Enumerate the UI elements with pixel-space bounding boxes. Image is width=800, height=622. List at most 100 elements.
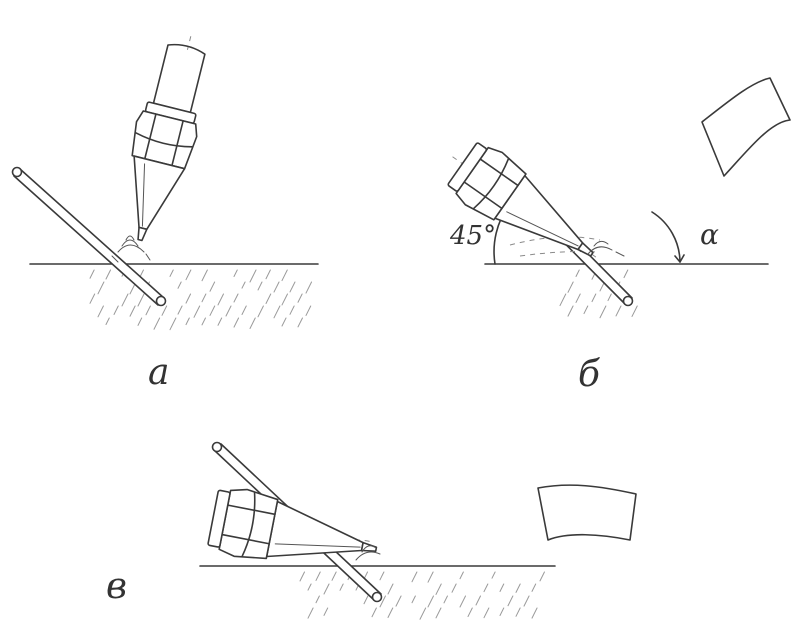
hatch-stroke [591, 293, 597, 303]
hatch-stroke [575, 269, 580, 277]
hatch-stroke [233, 317, 240, 328]
hatch-stroke [523, 595, 530, 607]
hatch-stroke [507, 595, 514, 607]
hatch-stroke [209, 281, 216, 292]
hatch-stroke [499, 583, 505, 592]
figure-b-flame [587, 240, 625, 257]
hatch-stroke [297, 317, 303, 328]
figure-b-angle-label-45: 45° [449, 221, 496, 251]
hatch-stroke [435, 583, 442, 595]
hatch-stroke [419, 607, 427, 620]
hatch-stroke [387, 583, 394, 595]
hatch-stroke [185, 317, 190, 326]
hatch-stroke [315, 571, 321, 581]
figure-v-caption: в [106, 566, 127, 607]
figure-a-caption: а [148, 352, 169, 393]
hatch-stroke [339, 583, 344, 591]
hatch-stroke [121, 293, 129, 307]
hatch-stroke [129, 305, 136, 317]
hatch-stroke [161, 305, 168, 316]
figure-v-hose [537, 484, 637, 541]
hatch-stroke [289, 305, 295, 315]
hatch-stroke [427, 571, 434, 583]
hatch-stroke [451, 583, 457, 593]
hatch-stroke [567, 281, 574, 293]
hatch-stroke [201, 317, 206, 326]
hatch-stroke [379, 571, 385, 581]
hatch-stroke [185, 293, 192, 304]
hatch-stroke [217, 317, 223, 326]
hatch-stroke [281, 317, 287, 327]
hatch-stroke [363, 595, 369, 605]
hatch-stroke [217, 293, 224, 306]
hatch-stroke [273, 281, 280, 293]
figure-v-torch [207, 488, 379, 560]
hatch-stroke [265, 293, 272, 304]
figure-a-filler-rod [11, 166, 167, 307]
hatch-stroke [105, 317, 110, 326]
figure-a: а [11, 36, 319, 393]
hatch-stroke [567, 305, 574, 317]
hatch-stroke [427, 595, 434, 608]
hatch-stroke [395, 595, 402, 607]
hatch-stroke [371, 607, 377, 618]
figure-b-angle-arrow-right [674, 254, 685, 263]
hatch-stroke [515, 583, 521, 593]
hatch-stroke [323, 583, 330, 595]
figure-b-angle-arc-right [651, 211, 681, 263]
hatch-stroke [411, 571, 418, 583]
hatch-stroke [193, 305, 201, 318]
hatch-stroke [249, 317, 256, 329]
hatch-stroke [387, 607, 394, 618]
hatch-stroke [315, 595, 320, 604]
hatch-stroke [113, 305, 119, 315]
hatch-stroke [499, 607, 505, 617]
hatch-stroke [201, 269, 208, 282]
hatch-stroke [531, 583, 537, 592]
figure-a-flame [111, 235, 151, 263]
hatch-stroke [483, 583, 489, 593]
figure-b-angle-label-alpha: α [700, 218, 719, 251]
figure-b-torch [447, 142, 599, 260]
hatch-stroke [89, 293, 96, 304]
hatch-stroke [323, 607, 329, 616]
hatch-stroke [491, 571, 496, 579]
hatch-stroke [623, 269, 629, 279]
figure-b-caption: б [578, 354, 601, 395]
hatch-stroke [241, 281, 246, 289]
figure-a-torch [131, 36, 206, 242]
hatch-stroke [443, 595, 448, 604]
hatch-stroke [607, 293, 612, 302]
hatch-stroke [379, 595, 386, 608]
hatch-stroke [281, 269, 288, 282]
figure-v-flame [355, 545, 381, 561]
hatch-stroke [257, 305, 264, 318]
hatch-stroke [459, 571, 464, 580]
hatch-stroke [105, 269, 112, 280]
hatch-stroke [307, 607, 314, 619]
hatch-stroke [583, 305, 589, 315]
hatch-stroke [515, 607, 521, 617]
hatch-stroke [97, 281, 105, 295]
hatch-stroke [483, 607, 490, 619]
hatch-stroke [257, 281, 263, 291]
hatch-stroke [459, 595, 466, 608]
hatch-stroke [209, 305, 216, 316]
hatch-stroke [575, 293, 581, 303]
hatch-stroke [177, 281, 182, 289]
hatch-stroke [435, 607, 442, 619]
hatch-stroke [289, 281, 296, 293]
hatch-stroke [307, 583, 312, 591]
hatch-stroke [145, 305, 151, 316]
hatch-stroke [273, 305, 281, 319]
hatch-stroke [615, 305, 622, 317]
figure-b-flame-cone [509, 236, 601, 246]
hatch-stroke [559, 293, 567, 307]
hatch-stroke [631, 305, 638, 317]
hatch-stroke [97, 305, 104, 318]
hatch-stroke [153, 317, 161, 330]
figure-v-hatching [299, 571, 545, 620]
hatch-stroke [233, 293, 239, 303]
hatch-stroke [137, 293, 145, 307]
